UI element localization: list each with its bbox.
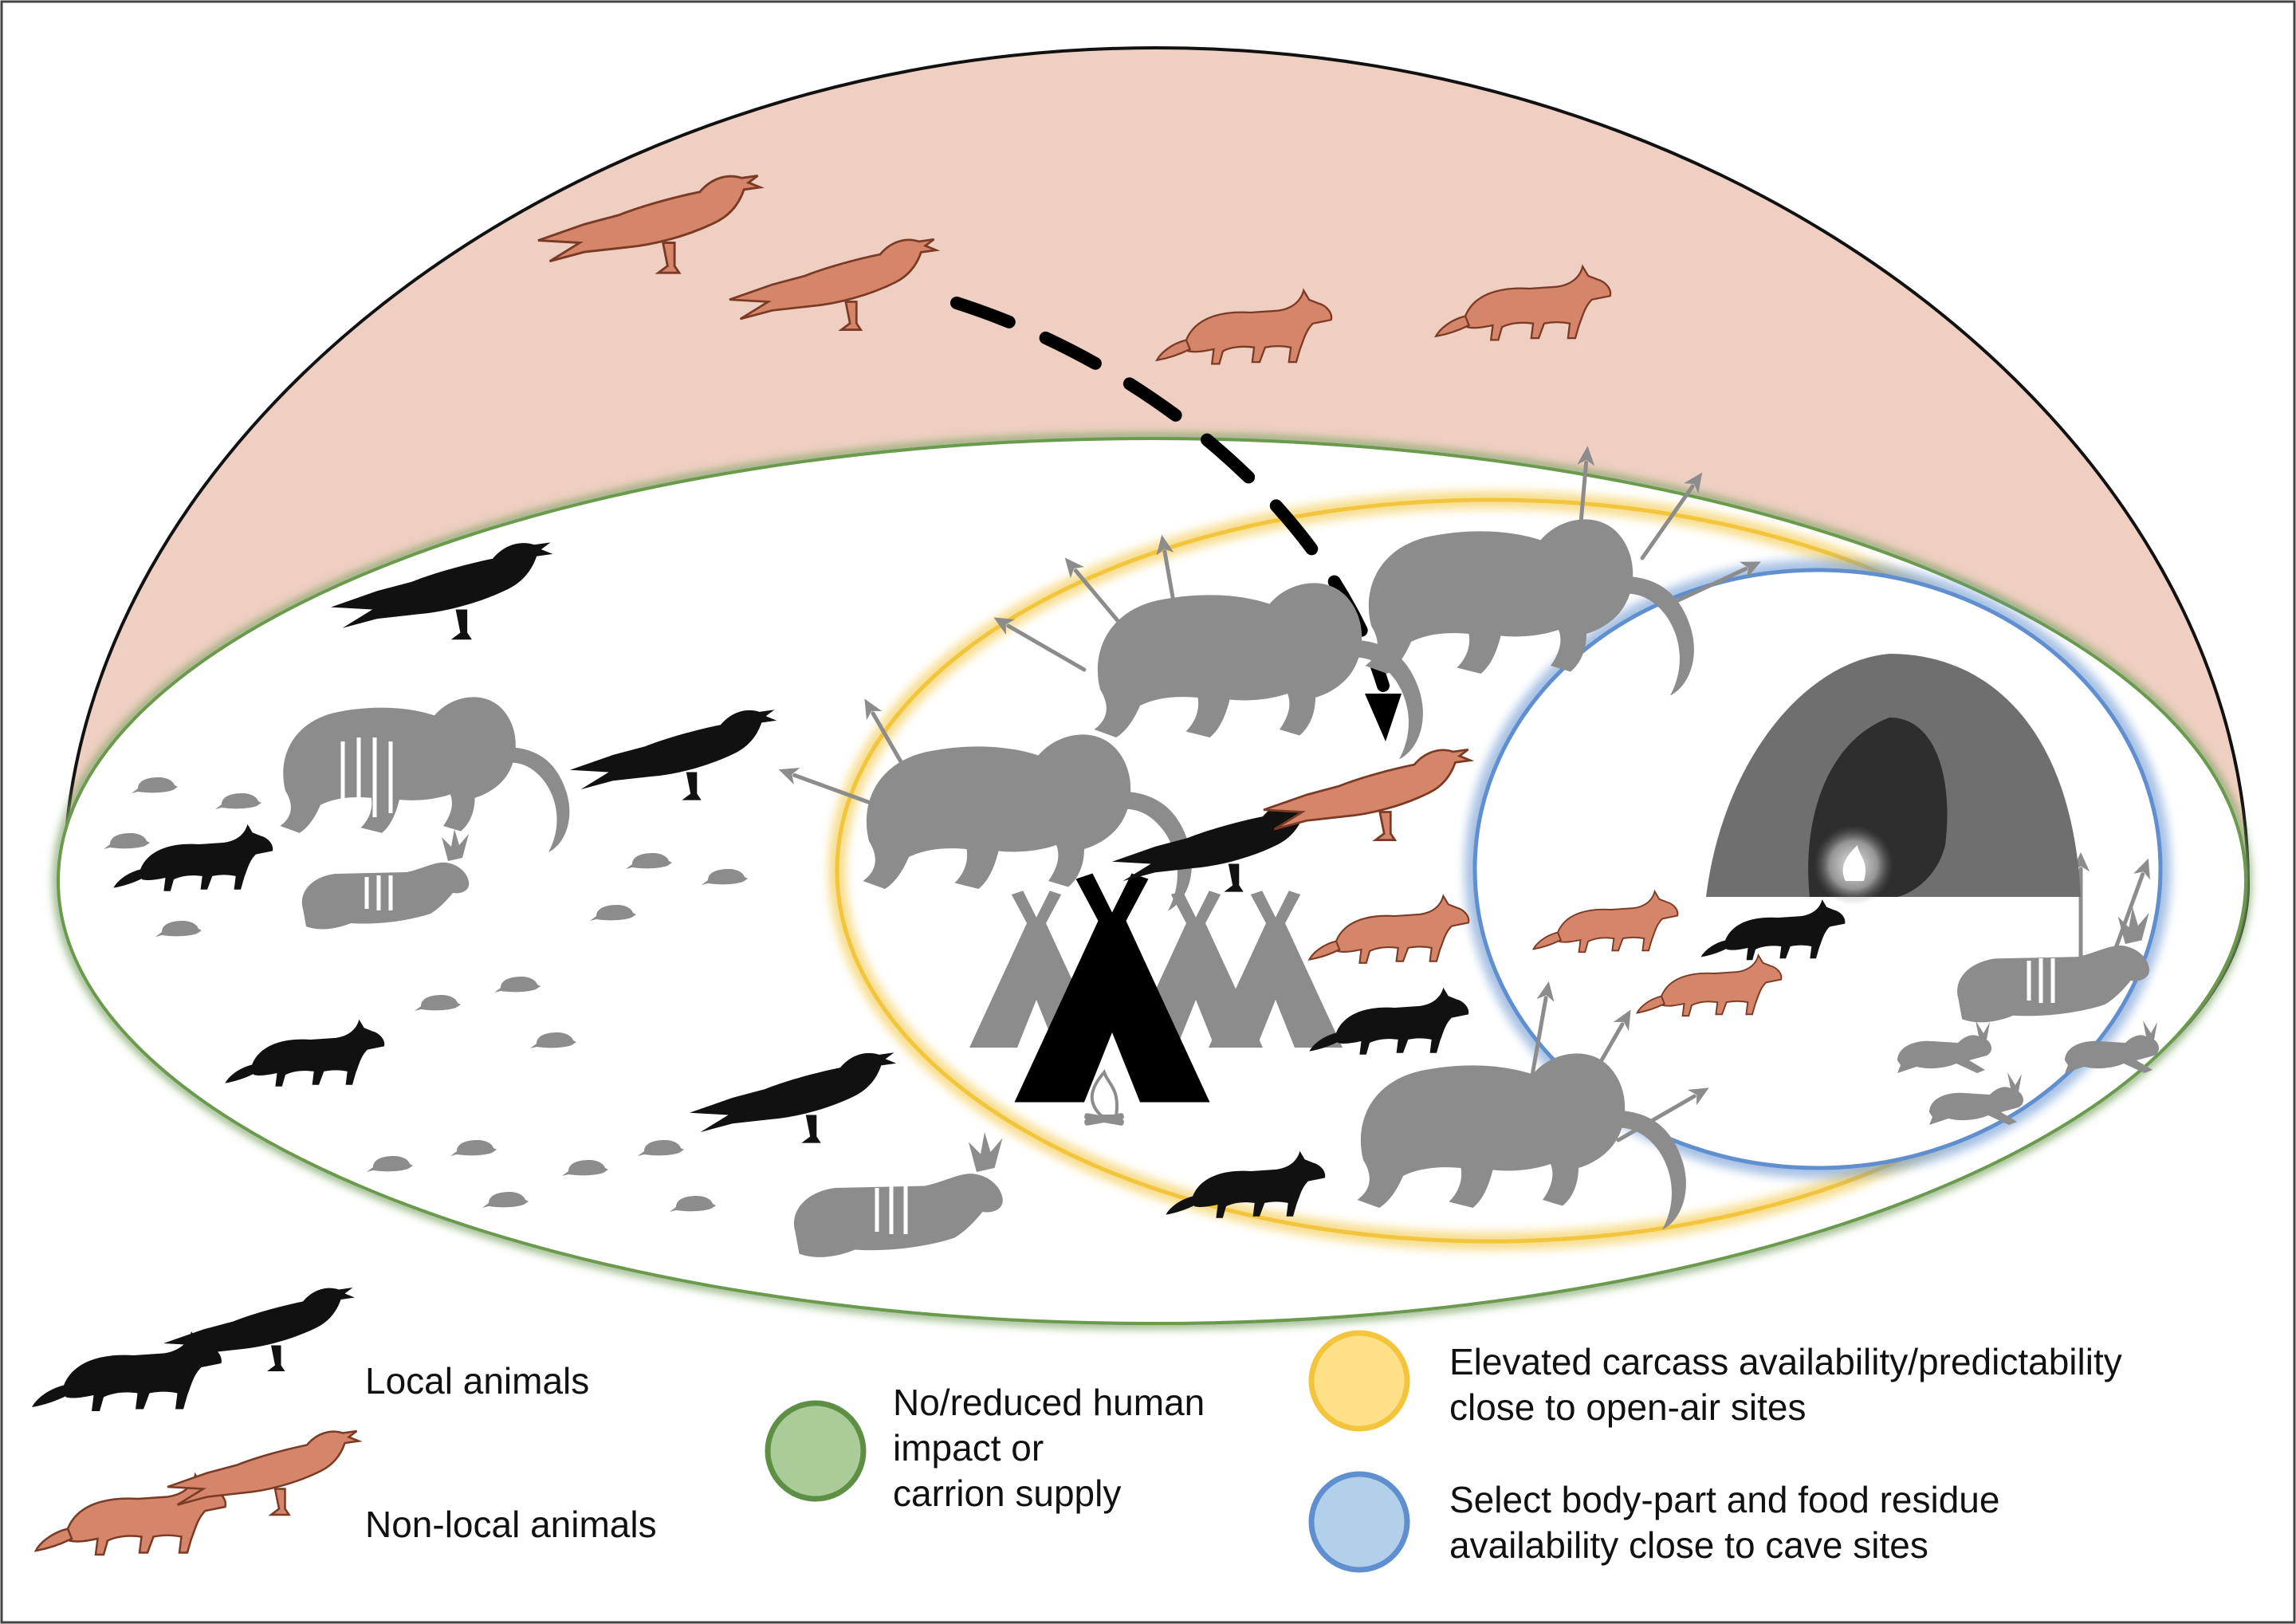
legend-yellow-swatch: [1308, 1330, 1410, 1432]
legend-green-swatch: [765, 1400, 867, 1502]
legend-local-icons: [32, 1288, 355, 1411]
rib-marks: [340, 737, 2055, 1234]
legend: Local animals Non-local animals No/reduc…: [32, 1288, 2133, 1573]
legend-nonlocal-label: Non-local animals: [365, 1504, 657, 1545]
legend-nonlocal-icons: [34, 1429, 360, 1556]
legend-blue-text: Select body-part and food residue availa…: [1449, 1479, 2010, 1566]
legend-yellow-text: Elevated carcass availability/predictabi…: [1449, 1341, 2133, 1428]
legend-local-label: Local animals: [365, 1360, 589, 1402]
campfire-icon: [1084, 1069, 1124, 1126]
legend-blue-swatch: [1308, 1471, 1410, 1573]
legend-green-text: No/reduced human impact or carrion suppl…: [893, 1382, 1215, 1514]
arrow-head-icon: [1365, 694, 1402, 741]
cave-icon: [1706, 654, 2081, 905]
